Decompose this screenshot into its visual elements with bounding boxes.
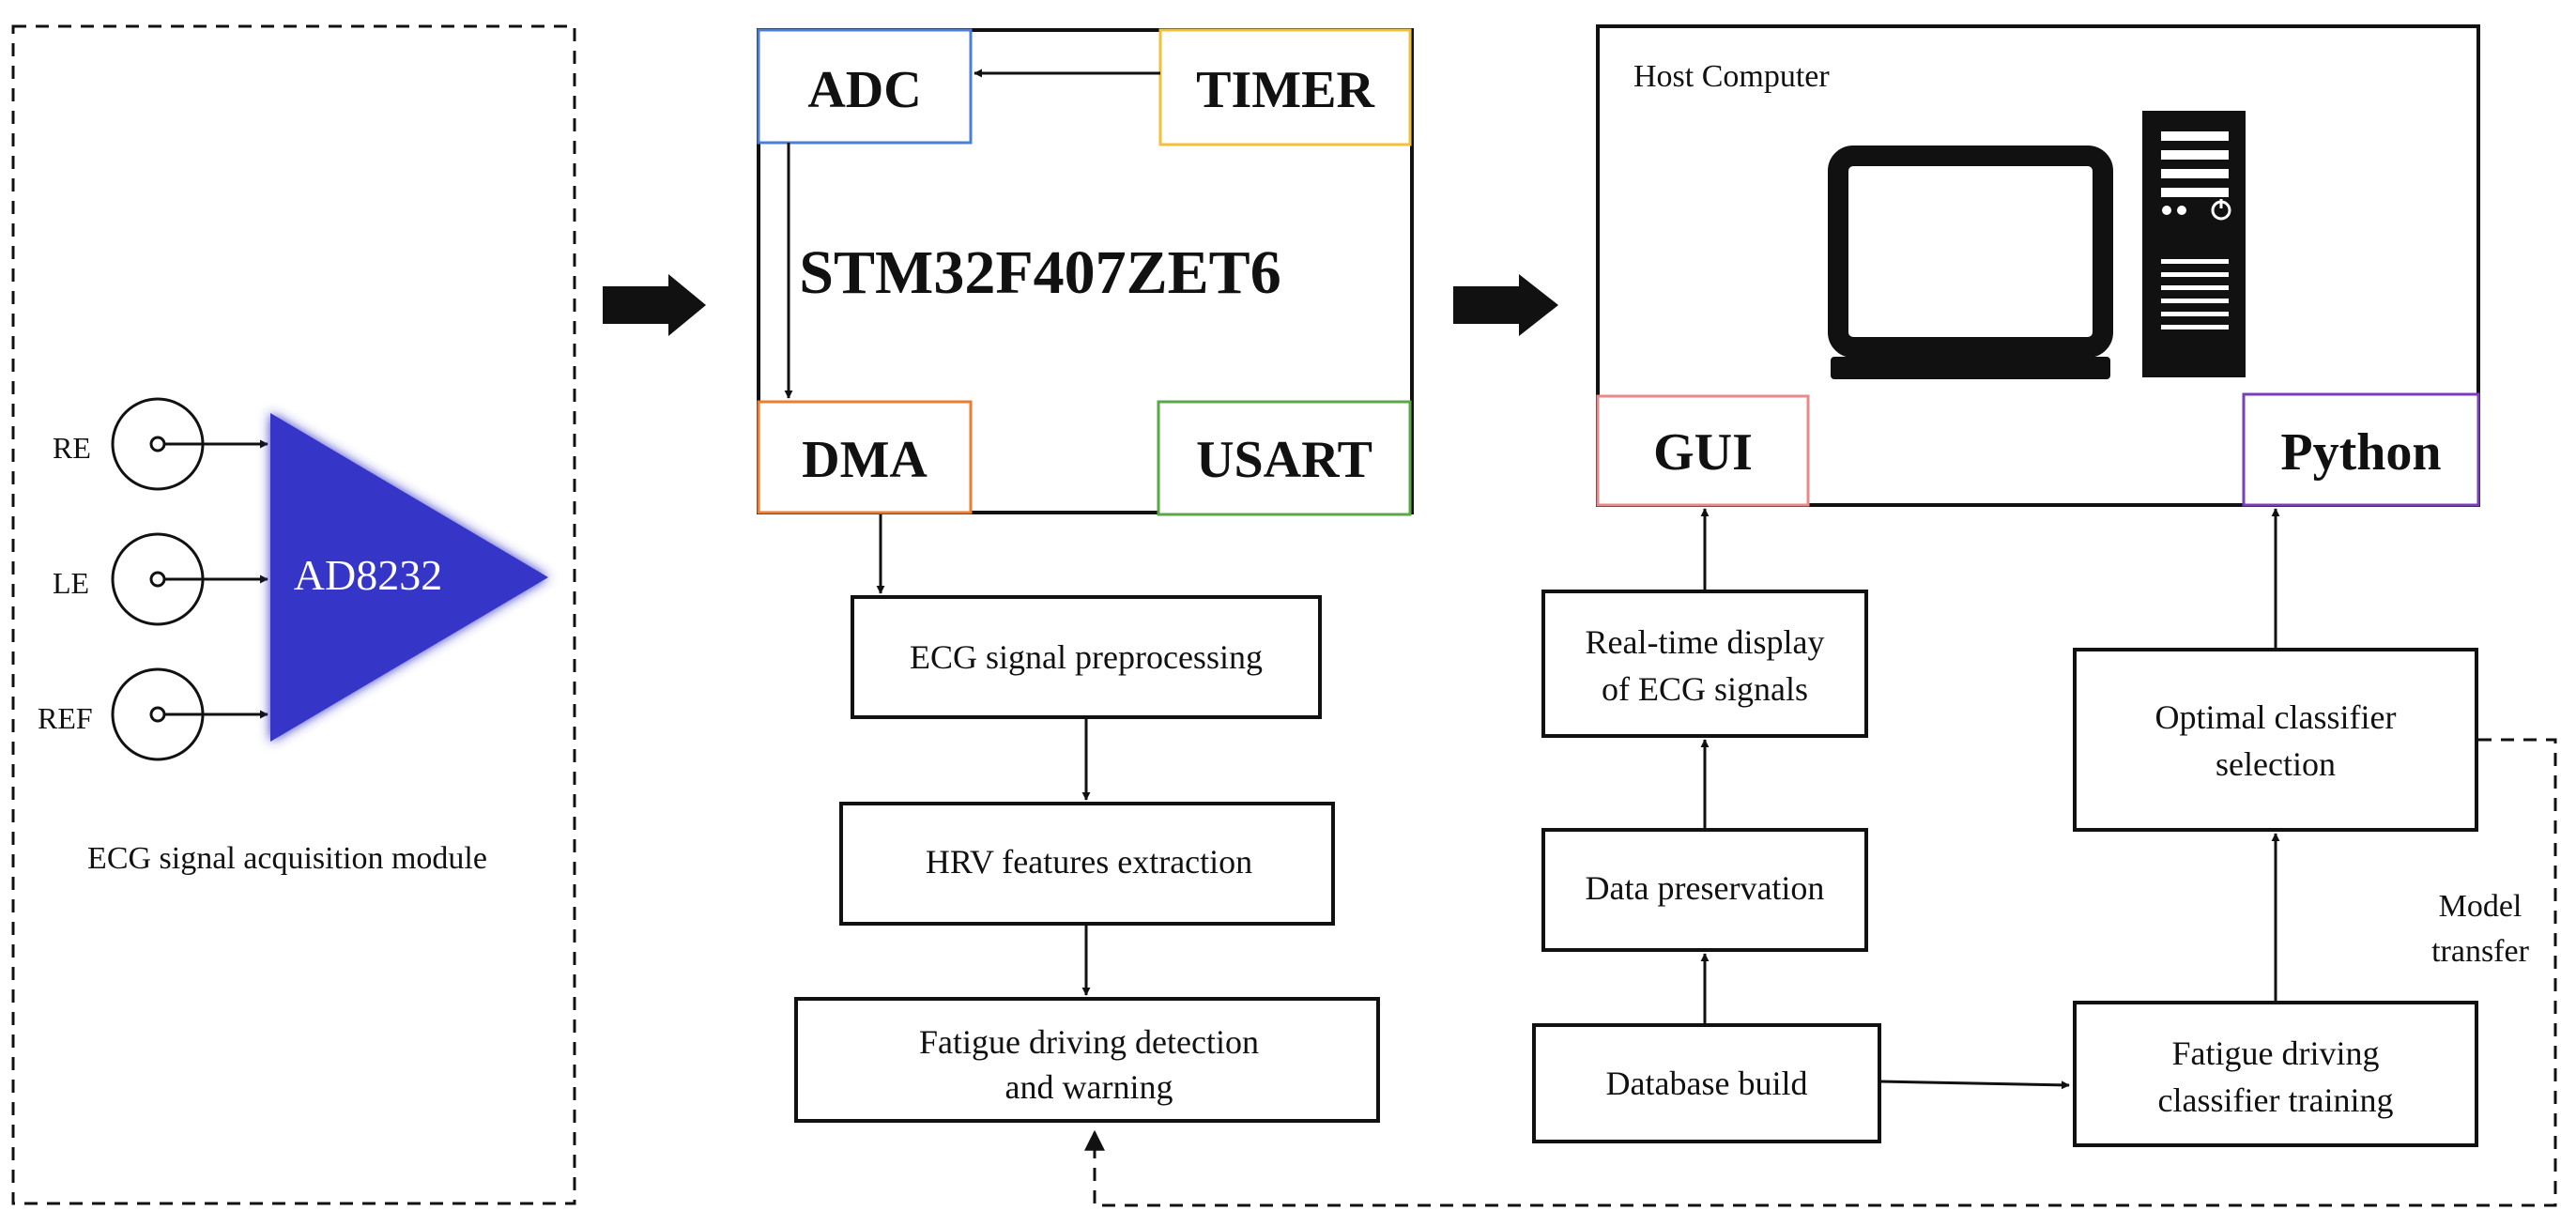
processing-chain: ECG signal preprocessing HRV features ex… [794, 514, 1380, 1123]
fatigue-detection-box [794, 997, 1380, 1123]
python-box [2242, 392, 2480, 507]
data-preservation-box [1541, 828, 1868, 952]
electrode-re-terminal [149, 436, 166, 452]
classifier-training-box [2073, 1001, 2478, 1147]
amplifier-triangle [270, 413, 548, 742]
computer-tower-icon [2142, 111, 2246, 377]
host-computer-block: Host Computer GUI Python [1596, 24, 2480, 507]
realtime-display-box [1541, 590, 1868, 738]
dma-label: DMA [802, 431, 928, 489]
classifier-training-label-line1: Fatigue driving [2172, 1034, 2380, 1072]
hrv-box [839, 802, 1335, 926]
timer-box [1158, 28, 1412, 146]
timer-label: TIMER [1196, 61, 1374, 119]
hrv-label: HRV features extraction [926, 843, 1252, 881]
acquisition-module: RE LE REF AD8232 ECG signal acquisition … [11, 24, 576, 1205]
mcu-frame [757, 28, 1414, 514]
flow-arrow-to-host [1453, 274, 1558, 336]
model-transfer-label-line1: Model [2439, 889, 2522, 924]
database-build-label: Database build [1606, 1065, 1808, 1102]
python-label: Python [2280, 423, 2441, 482]
usart-box [1157, 400, 1412, 516]
gui-box [1596, 394, 1810, 507]
optimal-classifier-box [2073, 648, 2478, 832]
preprocessing-label: ECG signal preprocessing [910, 638, 1263, 676]
monitor-icon [1828, 146, 2113, 379]
realtime-display-label-line1: Real-time display [1586, 623, 1825, 661]
acquisition-module-label: ECG signal acquisition module [87, 841, 487, 876]
amplifier-label: AD8232 [294, 551, 442, 599]
fatigue-detection-label-line2: and warning [1005, 1068, 1173, 1106]
model-transfer-label-bg [2409, 881, 2550, 971]
usart-label: USART [1196, 431, 1372, 489]
classifier-training-label-line2: classifier training [2158, 1081, 2394, 1119]
fatigue-detection-label-line1: Fatigue driving detection [919, 1023, 1259, 1061]
host-computer-frame [1596, 24, 2480, 507]
data-flow-chain: Real-time display of ECG signals Data pr… [1532, 508, 2070, 1143]
mcu-chip-label: STM32F407ZET6 [799, 238, 1280, 307]
gui-label: GUI [1653, 423, 1753, 482]
database-build-box [1532, 1023, 1881, 1143]
electrode-ref-terminal [149, 706, 166, 723]
mcu-block: STM32F407ZET6 ADC TIMER DMA USART [757, 28, 1414, 516]
flow-arrow-to-mcu [603, 274, 706, 336]
model-transfer-dashed-path [1084, 738, 2557, 1207]
electrode-ref-label: REF [38, 701, 93, 735]
realtime-display-label-line2: of ECG signals [1602, 670, 1808, 708]
optimal-classifier-label-line1: Optimal classifier [2155, 698, 2397, 736]
data-preservation-label: Data preservation [1586, 869, 1825, 907]
acquisition-module-frame [11, 24, 576, 1205]
preprocessing-box [851, 595, 1322, 719]
model-transfer-label-line2: transfer [2431, 934, 2530, 969]
database-to-training-arrow [1878, 1080, 2070, 1090]
electrode-le-terminal [149, 571, 166, 588]
optimal-classifier-label-line2: selection [2216, 745, 2336, 783]
host-computer-title: Host Computer [1633, 59, 1830, 94]
dma-box [757, 400, 973, 514]
electrode-le-label: LE [53, 566, 89, 600]
adc-box [757, 28, 973, 145]
ml-flow-chain: Optimal classifier selection Fatigue dri… [1084, 508, 2557, 1207]
electrode-re-label: RE [53, 431, 91, 465]
adc-label: ADC [807, 61, 921, 119]
